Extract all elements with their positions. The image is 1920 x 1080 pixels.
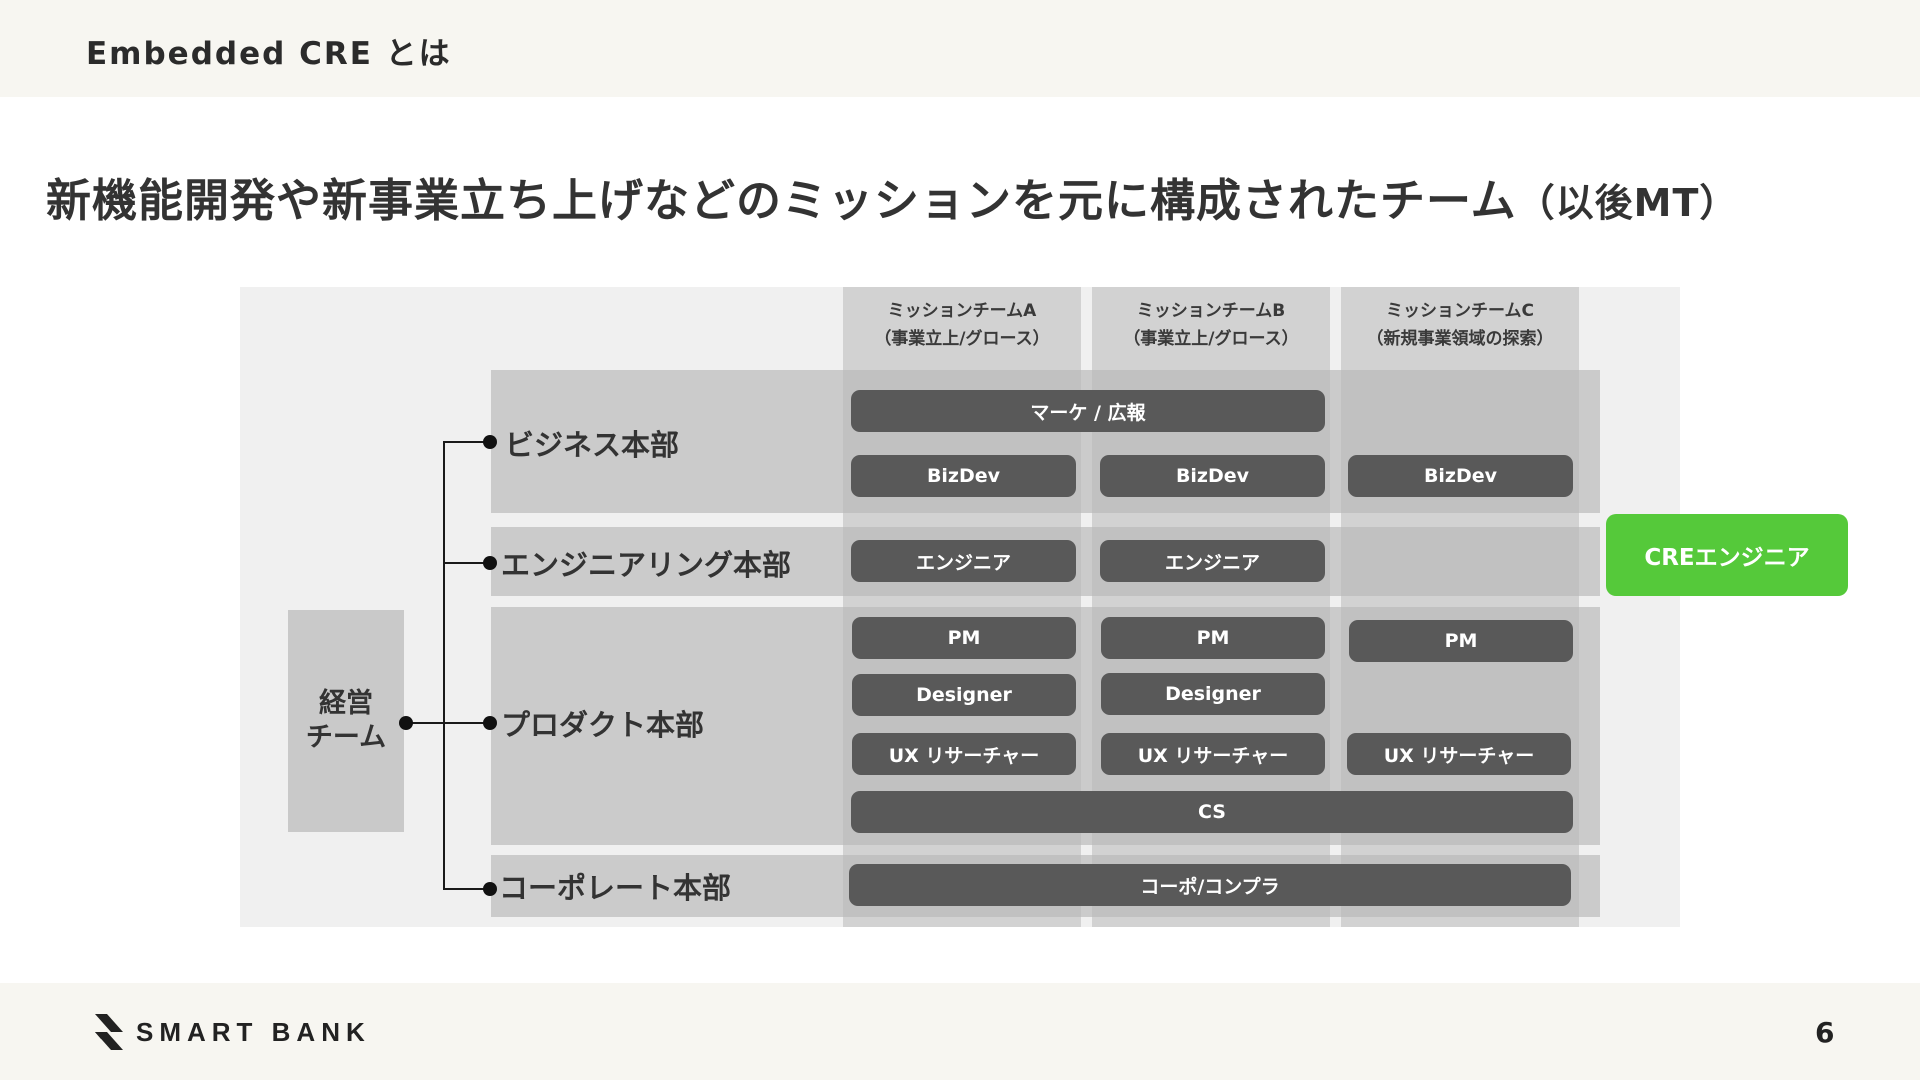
headline-paren: （以後MT） bbox=[1516, 181, 1739, 225]
role-corp-compliance: コーポ/コンプラ bbox=[849, 864, 1571, 906]
footer-bar bbox=[0, 983, 1920, 1080]
role-designer-a: Designer bbox=[852, 674, 1076, 716]
role-bizdev-b: BizDev bbox=[1100, 455, 1325, 497]
connector-dot-business bbox=[483, 435, 497, 449]
connector-exec-horizontal bbox=[404, 722, 488, 724]
dept-business-label: ビジネス本部 bbox=[505, 428, 680, 462]
mission-header-b: ミッションチームB （事業立上/グロース） bbox=[1092, 297, 1330, 353]
connector-business bbox=[443, 441, 488, 443]
connector-dot-corporate bbox=[483, 882, 497, 896]
org-diagram: ミッションチームA （事業立上/グロース） ミッションチームB （事業立上/グロ… bbox=[240, 287, 1680, 927]
connector-dot-product bbox=[483, 716, 497, 730]
header-bar bbox=[0, 0, 1920, 97]
mission-header-c: ミッションチームC （新規事業領域の探索） bbox=[1341, 297, 1579, 353]
dept-product-label: プロダクト本部 bbox=[501, 708, 705, 742]
role-designer-b: Designer bbox=[1101, 673, 1325, 715]
role-ux-c: UX リサーチャー bbox=[1347, 733, 1571, 775]
page-number: 6 bbox=[1815, 1016, 1835, 1049]
connector-dot-exec bbox=[399, 716, 413, 730]
exec-team-box: 経営 チーム bbox=[288, 610, 404, 832]
mission-c-name: ミッションチームC bbox=[1386, 301, 1534, 321]
connector-trunk-vertical bbox=[443, 441, 445, 889]
role-bizdev-c: BizDev bbox=[1348, 455, 1573, 497]
mission-b-name: ミッションチームB bbox=[1136, 301, 1286, 321]
exec-team-line1: 経営 bbox=[319, 688, 373, 719]
exec-team-line2: チーム bbox=[305, 722, 387, 753]
mission-a-sub: （事業立上/グロース） bbox=[874, 329, 1050, 349]
dept-corporate-label: コーポレート本部 bbox=[499, 871, 732, 905]
role-ux-a: UX リサーチャー bbox=[852, 733, 1076, 775]
role-pm-c: PM bbox=[1349, 620, 1573, 662]
role-cs: CS bbox=[851, 791, 1573, 833]
role-marketing-pr: マーケ / 広報 bbox=[851, 390, 1325, 432]
slide-headline: 新機能開発や新事業立ち上げなどのミッションを元に構成されたチーム（以後MT） bbox=[46, 164, 1738, 229]
headline-main: 新機能開発や新事業立ち上げなどのミッションを元に構成されたチーム bbox=[46, 174, 1517, 227]
role-pm-a: PM bbox=[852, 617, 1076, 659]
logo-text: SMART BANK bbox=[136, 1016, 371, 1047]
section-title: Embedded CRE とは bbox=[86, 36, 452, 72]
mission-a-name: ミッションチームA bbox=[887, 301, 1037, 321]
mission-b-sub: （事業立上/グロース） bbox=[1123, 329, 1299, 349]
mission-c-sub: （新規事業領域の探索） bbox=[1366, 329, 1554, 349]
smartbank-logo-icon bbox=[95, 1014, 123, 1050]
mission-header-a: ミッションチームA （事業立上/グロース） bbox=[843, 297, 1081, 353]
role-engineer-a: エンジニア bbox=[851, 540, 1076, 582]
connector-corporate bbox=[443, 888, 488, 890]
cre-engineer-box: CREエンジニア bbox=[1606, 514, 1848, 596]
connector-dot-engineering bbox=[483, 556, 497, 570]
role-engineer-b: エンジニア bbox=[1100, 540, 1325, 582]
role-bizdev-a: BizDev bbox=[851, 455, 1076, 497]
smartbank-logo: SMART BANK bbox=[92, 1012, 371, 1052]
role-pm-b: PM bbox=[1101, 617, 1325, 659]
dept-engineering-label: エンジニアリング本部 bbox=[501, 548, 792, 582]
connector-engineering bbox=[443, 562, 488, 564]
role-ux-b: UX リサーチャー bbox=[1101, 733, 1325, 775]
